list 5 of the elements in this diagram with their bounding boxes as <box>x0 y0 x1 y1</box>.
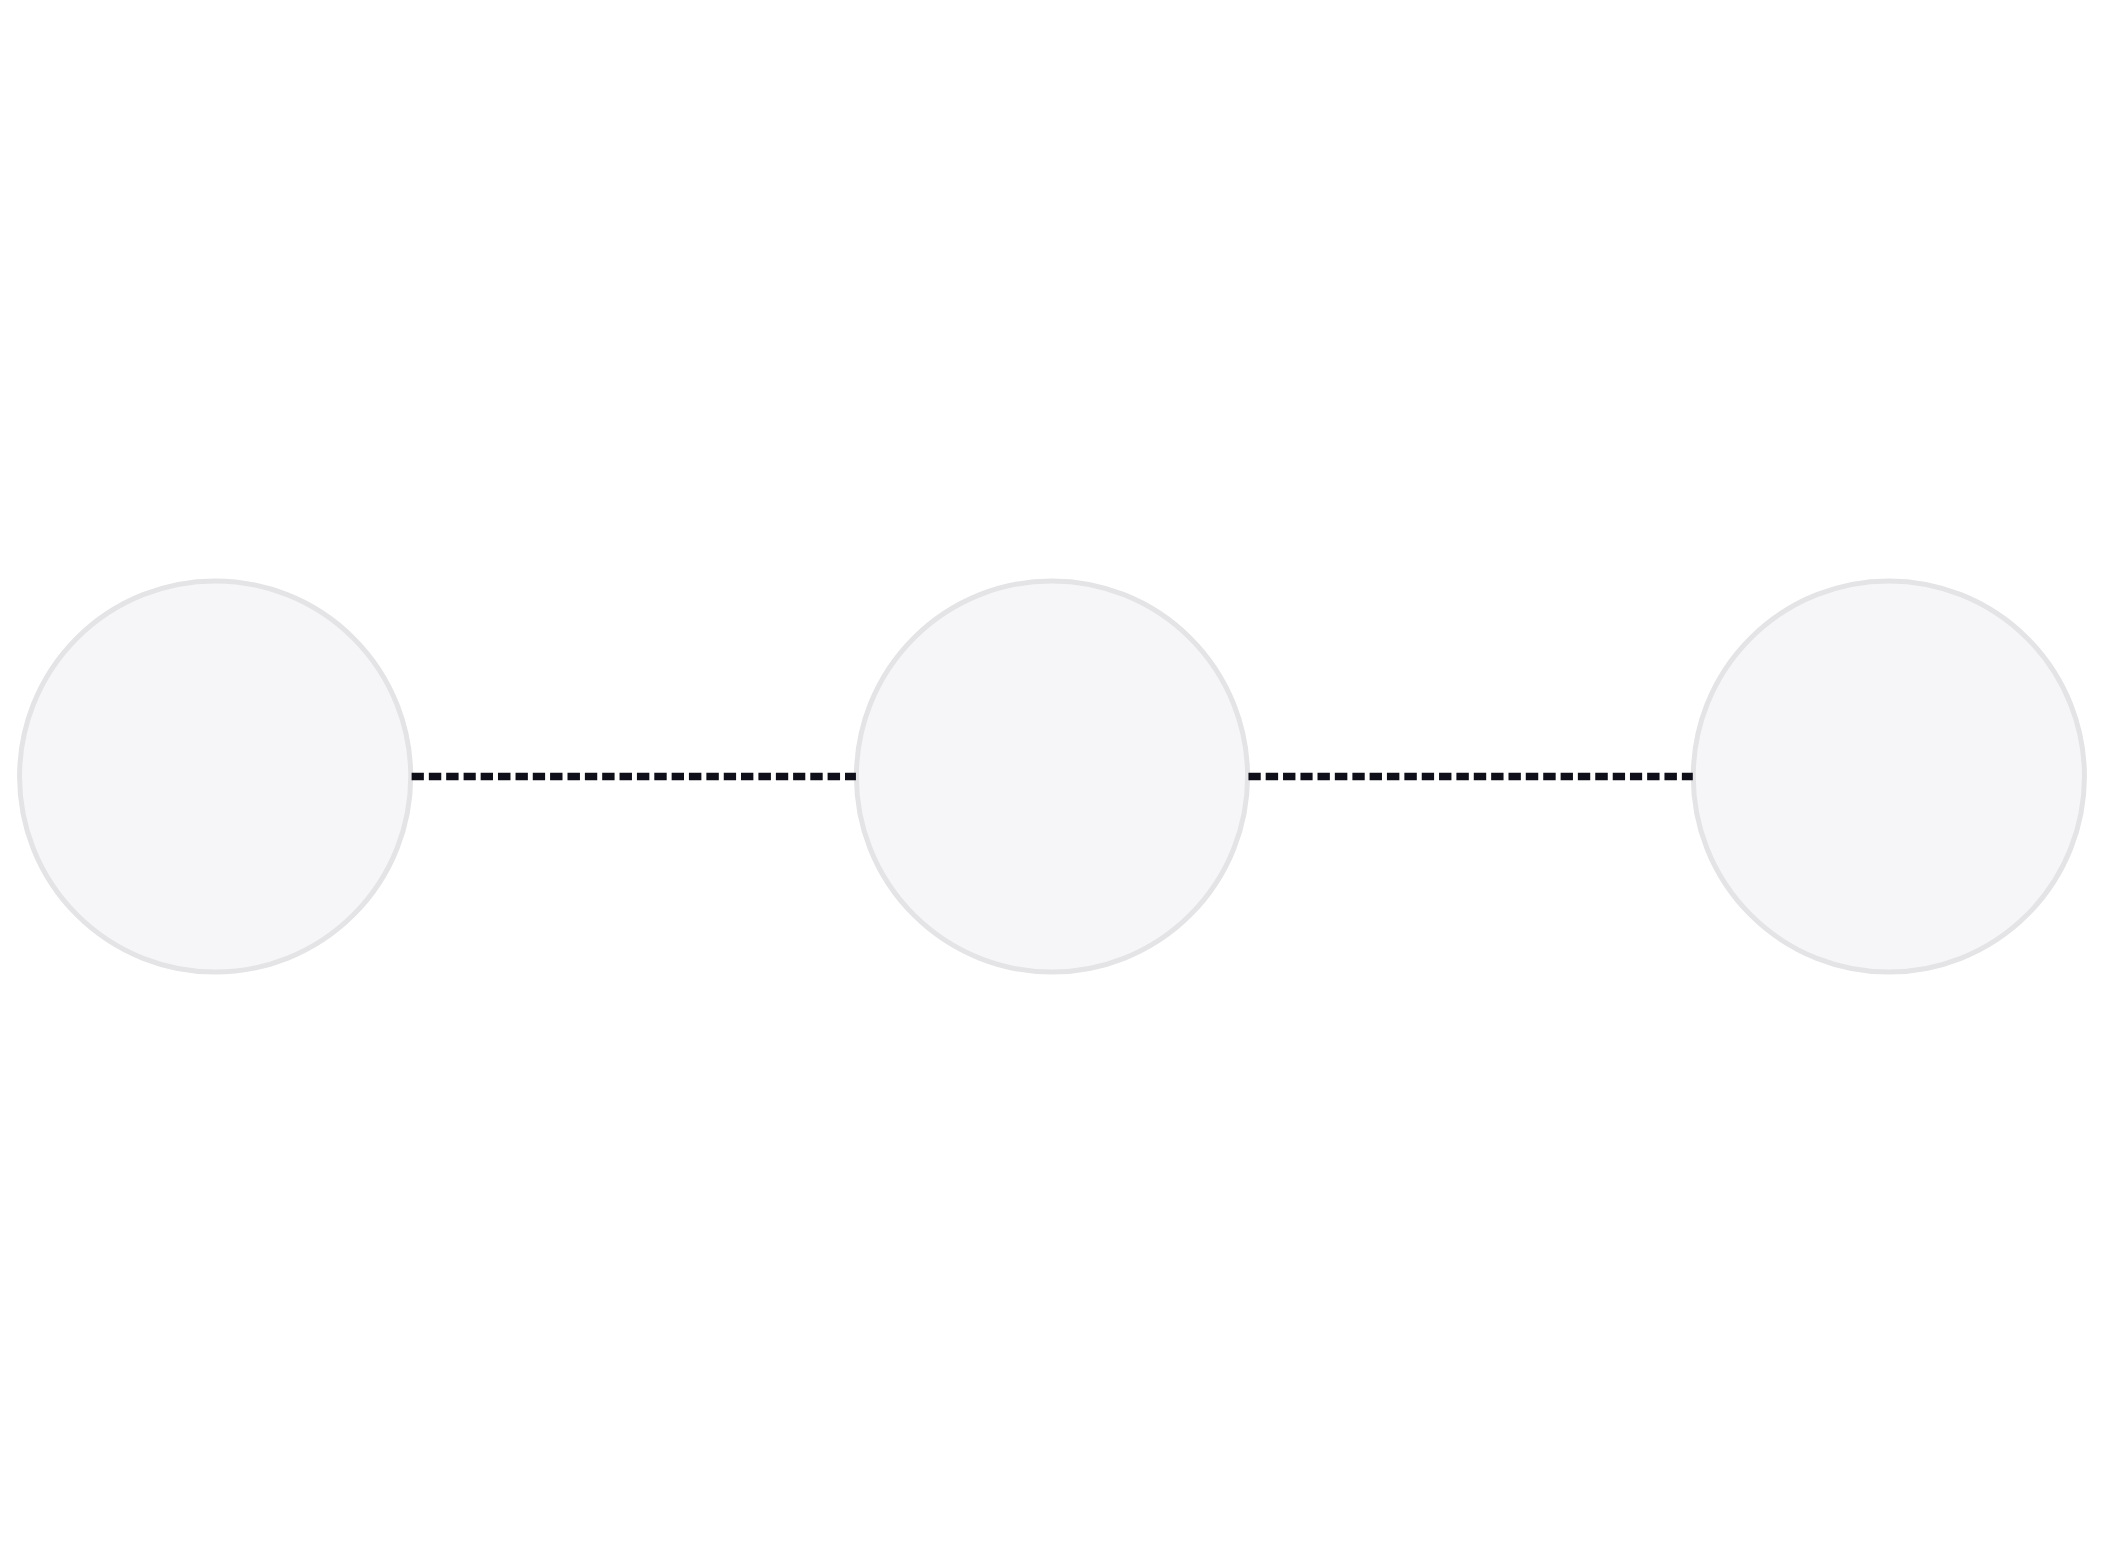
node-person <box>853 578 1251 975</box>
node-person <box>1690 578 2087 975</box>
connector <box>1248 772 1693 781</box>
connector <box>411 772 856 781</box>
node-person <box>17 578 414 975</box>
